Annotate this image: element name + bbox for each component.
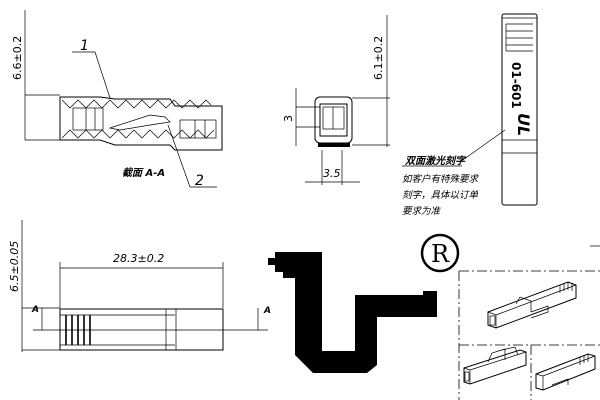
section-caption: 截面 A-A	[122, 167, 165, 179]
brand-logo: R	[268, 233, 460, 373]
side-view: 6.5±0.05 28.3±0.2 A A	[8, 220, 271, 352]
end-inner-dim: 3	[282, 115, 295, 122]
callout-1: 1	[80, 38, 89, 54]
isometric-views	[458, 245, 600, 400]
end-view-base	[318, 143, 350, 147]
ul-mark-icon: UL	[514, 113, 533, 136]
iso-connector-1	[487, 281, 577, 329]
iso-connector-2	[463, 346, 527, 385]
section-body	[59, 96, 223, 151]
section-view: 6.6±0.2 1 2 截面 A-A	[11, 10, 223, 189]
section-mark-right: A	[263, 306, 271, 316]
top-view: 01-601 UL 双面激光刻字 如客户有特殊要求 刻字，具体以订单 要求为准	[402, 13, 538, 217]
note-line-3: 要求为准	[402, 206, 442, 217]
end-height-dim: 6.1±0.2	[372, 36, 385, 80]
registered-mark-letter: R	[431, 240, 450, 268]
section-height-dim: 6.6±0.2	[11, 36, 24, 80]
side-height-dim: 6.5±0.05	[8, 241, 21, 292]
callout-2: 2	[195, 173, 204, 189]
end-view: 6.1±0.2 3 3.5	[282, 15, 390, 185]
note-line-2: 刻字，具体以订单	[402, 189, 479, 201]
registered-mark-icon	[420, 233, 460, 273]
iso-connector-3	[535, 353, 596, 391]
laser-label: 双面激光刻字	[404, 155, 467, 167]
part-marking: 01-601	[509, 62, 523, 109]
note-line-1: 如客户有特殊要求	[402, 173, 480, 185]
end-width-dim: 3.5	[323, 167, 341, 180]
section-mark-left: A	[31, 305, 39, 315]
side-length-dim: 28.3±0.2	[113, 252, 164, 265]
